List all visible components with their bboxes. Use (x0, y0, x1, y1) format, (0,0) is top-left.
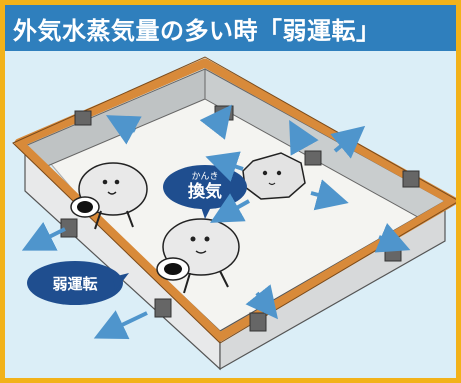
underfloor-ventilation-illustration: かんき 換気 弱運転 (12, 56, 456, 371)
weak-operation-bubble: 弱運転 (27, 261, 129, 305)
vent-front-right-1 (249, 312, 267, 332)
airflow-arrows (21, 104, 411, 340)
vent-back-right (304, 150, 322, 166)
kanki-label: 換気 (188, 181, 222, 202)
vent-front-left-2 (154, 298, 172, 318)
fan-unit-left (70, 162, 148, 230)
card-title: 外気水蒸気量の多い時「弱運転」 (13, 17, 381, 45)
circular-unit (242, 152, 306, 200)
vent-right (402, 170, 420, 188)
wooden-sill-frame (14, 58, 456, 342)
vent-front-left-1 (60, 218, 78, 238)
weak-operation-label: 弱運転 (52, 275, 97, 293)
wooden-sill-outline (12, 56, 456, 344)
vent-back-left (74, 110, 92, 126)
kanki-ruby: かんき (191, 171, 218, 182)
fan-unit-center (156, 218, 240, 294)
card-header: 外気水蒸気量の多い時「弱運転」 (5, 5, 456, 51)
